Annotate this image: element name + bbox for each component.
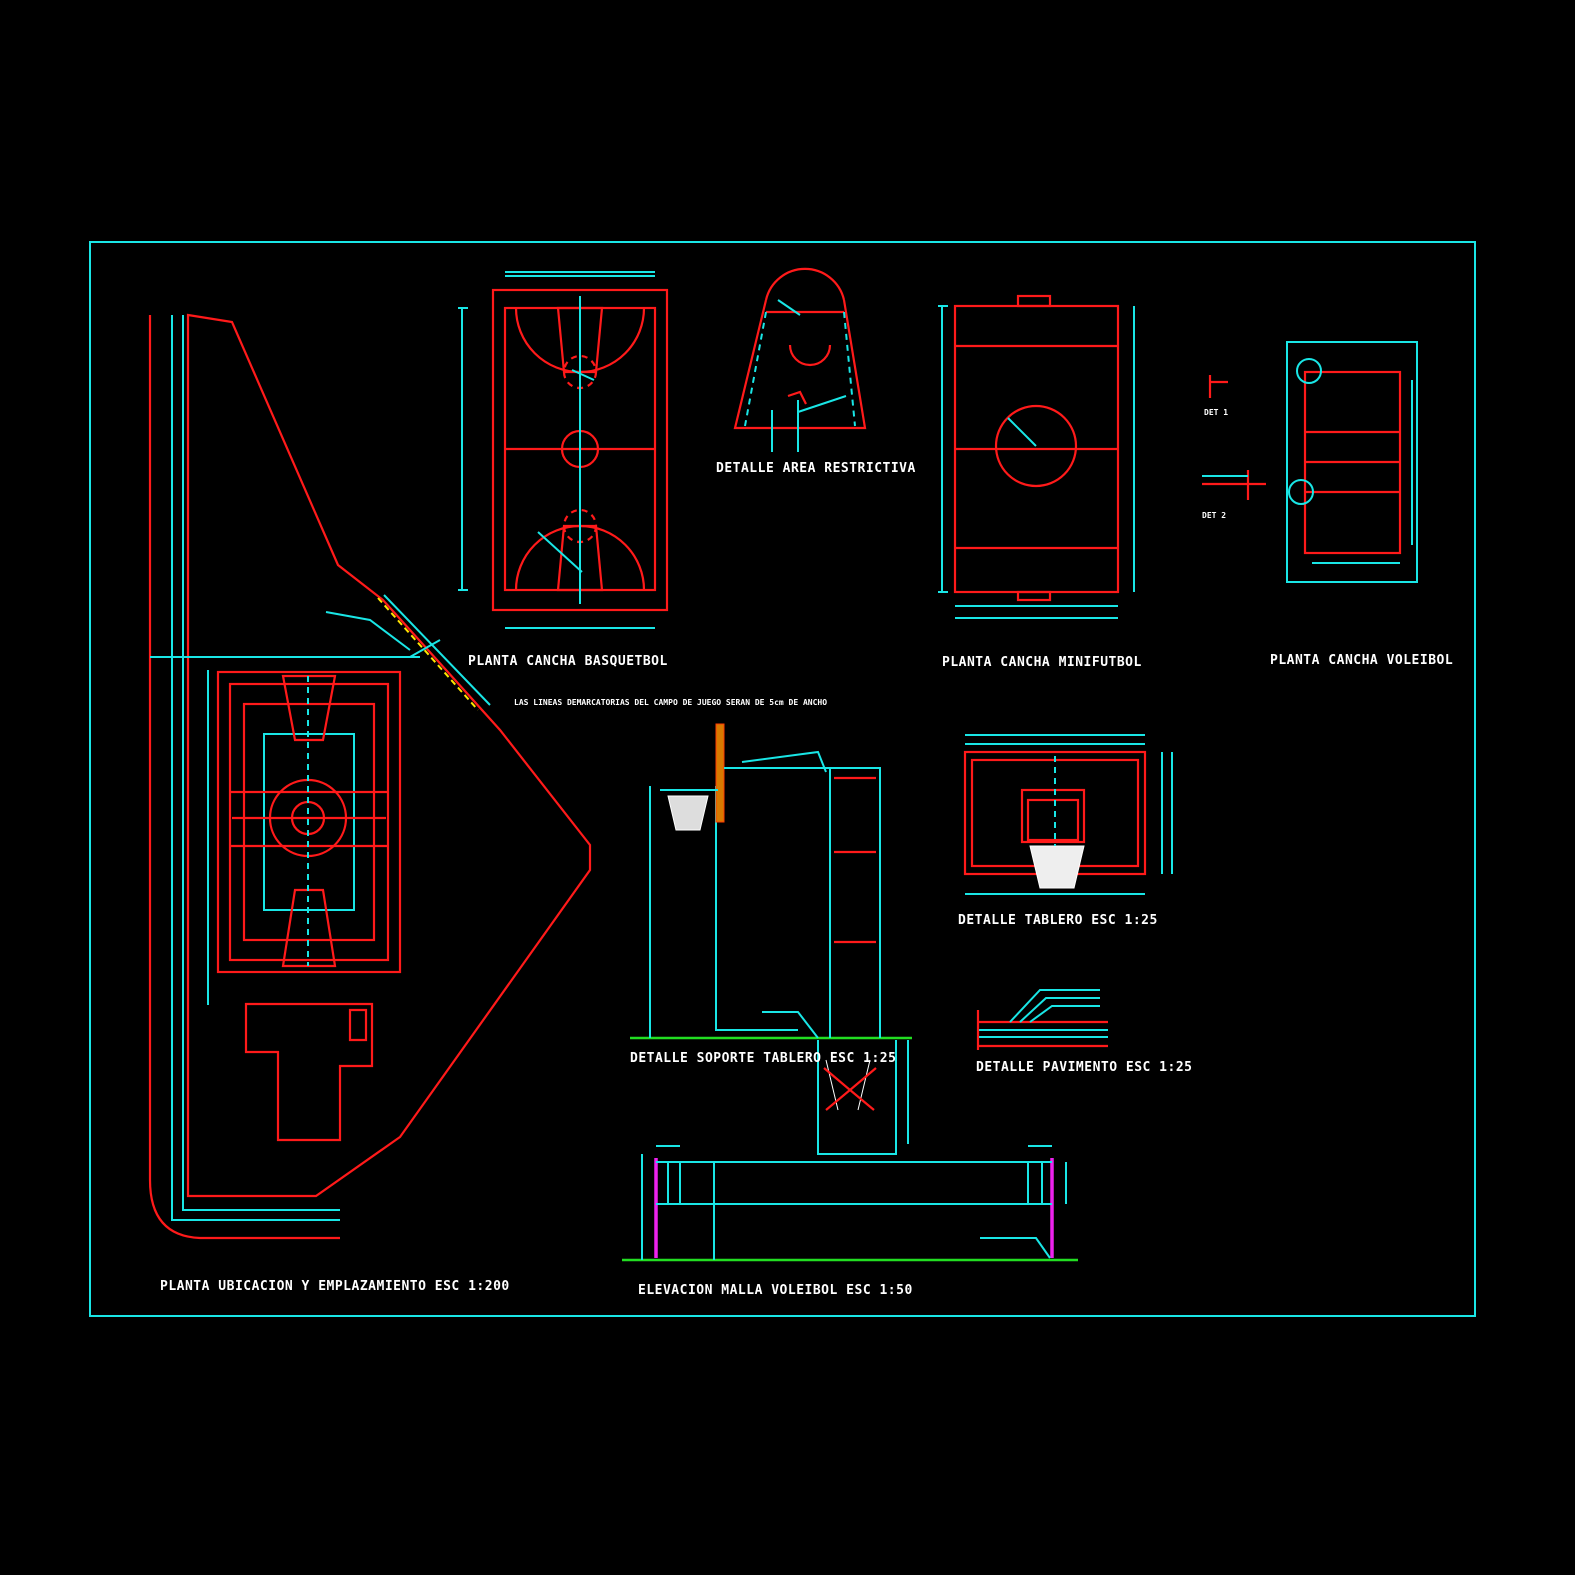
support-hoop xyxy=(667,795,709,831)
sheet-frame xyxy=(89,241,1476,1317)
site-building xyxy=(244,1002,374,1142)
backboard-detail xyxy=(963,734,1173,895)
title-support-detail: DETALLE SOPORTE TABLERO ESC 1:25 xyxy=(630,1051,896,1066)
basketball-court-plan xyxy=(458,271,669,629)
site-boundary xyxy=(186,313,592,1198)
title-net-elevation: ELEVACION MALLA VOLEIBOL ESC 1:50 xyxy=(638,1283,913,1298)
backboard-net xyxy=(1029,845,1085,889)
site-court-outer xyxy=(216,670,402,974)
title-restrictive-detail: DETALLE AREA RESTRICTIVA xyxy=(716,461,916,476)
label-det-2: DET 2 xyxy=(1202,511,1226,520)
note-boundary-lines: LAS LINEAS DEMARCATORIAS DEL CAMPO DE JU… xyxy=(514,698,827,707)
volleyball-court-plan xyxy=(1202,341,1418,583)
title-backboard-detail: DETALLE TABLERO ESC 1:25 xyxy=(958,913,1158,928)
pavement-detail xyxy=(976,989,1108,1050)
site-road-edge xyxy=(148,315,340,1240)
title-site-plan: PLANTA UBICACION Y EMPLAZAMIENTO ESC 1:2… xyxy=(160,1279,510,1294)
restrictive-area-detail xyxy=(733,267,867,452)
title-basketball-plan: PLANTA CANCHA BASQUETBOL xyxy=(468,654,668,669)
support-detail xyxy=(630,723,912,1155)
site-plan xyxy=(148,313,592,1240)
title-volleyball-plan: PLANTA CANCHA VOLEIBOL xyxy=(1270,653,1453,668)
title-pavement-detail: DETALLE PAVIMENTO ESC 1:25 xyxy=(976,1060,1193,1075)
title-minifootball-plan: PLANTA CANCHA MINIFUTBOL xyxy=(942,655,1142,670)
minifootball-court-plan xyxy=(938,294,1135,619)
net-elevation xyxy=(622,1145,1078,1262)
net-band xyxy=(656,1161,1052,1205)
label-det-1: DET 1 xyxy=(1204,408,1228,417)
